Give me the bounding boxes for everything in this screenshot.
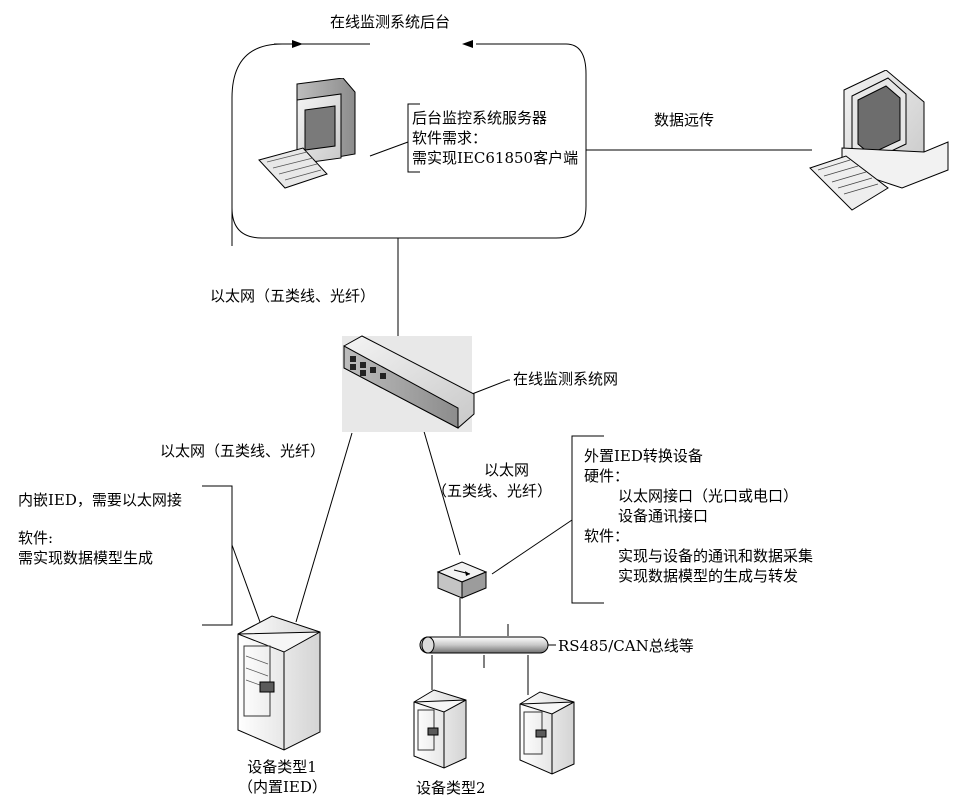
cabinet-icon — [413, 689, 467, 769]
device1-label-1: 设备类型1 — [247, 758, 317, 776]
backend-frame — [231, 40, 587, 246]
external-sw-item: 实现与设备的通讯和数据采集 — [618, 547, 814, 565]
external-annotation: 外置IED转换设备 硬件： 以太网接口（光口或电口） 设备通讯接口 软件： 实现… — [584, 446, 813, 586]
external-title: 外置IED转换设备 — [584, 447, 703, 465]
server-bracket — [369, 103, 420, 173]
embedded-bracket — [202, 485, 261, 626]
embedded-line-1: 内嵌IED，需要以太网接 — [18, 491, 182, 509]
cabinet-icon — [519, 691, 575, 775]
external-sw-item: 实现数据模型的生成与转发 — [618, 567, 799, 585]
embedded-line-2: 软件: — [18, 529, 54, 547]
network-switch-icon — [342, 335, 475, 432]
embedded-annotation: 内嵌IED，需要以太网接 软件: 需实现数据模型生成 — [18, 490, 182, 568]
external-hw-label: 硬件： — [584, 467, 630, 485]
remote-computer-icon — [809, 70, 949, 211]
remote-label: 数据远传 — [654, 111, 715, 129]
ethernet-top-label: 以太网（五类线、光纤） — [210, 287, 376, 305]
external-sw-label: 软件： — [584, 527, 630, 545]
cabinet-icon — [237, 615, 321, 751]
external-hw-item: 设备通讯接口 — [618, 507, 709, 525]
server-computer-icon — [258, 78, 356, 189]
ethernet-mid-label-2: （五类线、光纤） — [432, 482, 553, 500]
connection-lines — [295, 149, 812, 695]
ethernet-mid-label-1: 以太网 — [484, 461, 530, 479]
network-label: 在线监测系统网 — [513, 370, 619, 388]
ethernet-left-label: 以太网（五类线、光纤） — [160, 442, 326, 460]
server-annotation: 后台监控系统服务器 软件需求： 需实现IEC61850客户端 — [412, 108, 578, 168]
device2-label: 设备类型2 — [416, 779, 486, 797]
bus-line — [419, 636, 549, 654]
server-line-1: 后台监控系统服务器 — [412, 109, 548, 127]
embedded-line-3: 需实现数据模型生成 — [18, 549, 154, 567]
bus-label: RS485/CAN总线等 — [558, 637, 694, 655]
external-bracket — [571, 435, 604, 604]
converter-icon — [436, 561, 488, 599]
server-line-2: 软件需求： — [412, 129, 488, 147]
external-hw-item: 以太网接口（光口或电口） — [618, 487, 799, 505]
server-line-3: 需实现IEC61850客户端 — [412, 149, 579, 167]
diagram-title: 在线监测系统后台 — [330, 13, 451, 31]
device1-label-2: （内置IED） — [238, 778, 327, 796]
